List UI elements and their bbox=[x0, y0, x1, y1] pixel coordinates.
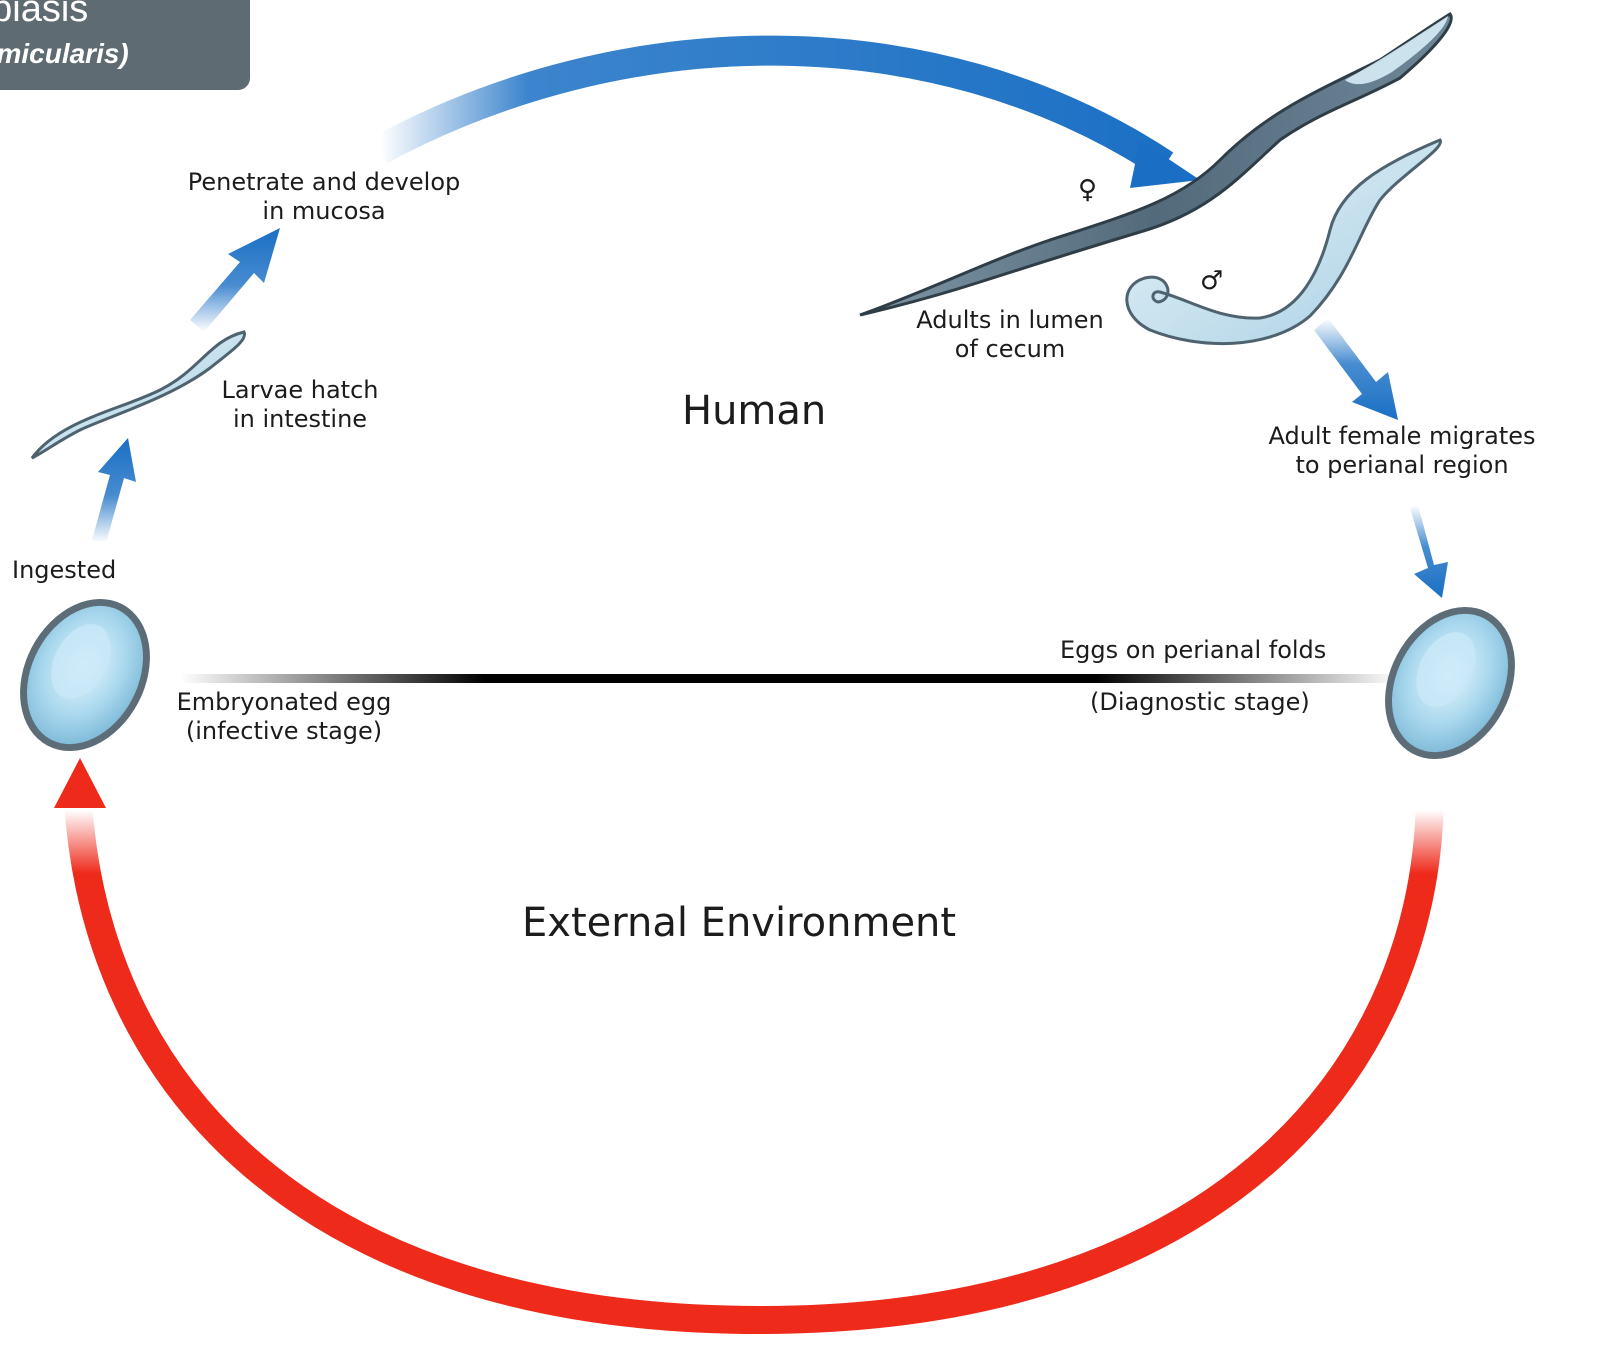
label-ingested-text: Ingested bbox=[12, 556, 117, 584]
label-diagnostic-text: (Diagnostic stage) bbox=[1090, 688, 1310, 716]
larva-image bbox=[30, 330, 246, 460]
label-larvae-line1: Larvae hatch bbox=[221, 376, 379, 404]
label-larvae: Larvae hatch in intestine bbox=[200, 376, 400, 434]
human-external-divider bbox=[180, 674, 1400, 683]
arrow-larvae-up bbox=[190, 228, 280, 332]
arrow-develop-to-adults bbox=[372, 35, 1200, 188]
label-embryonated-egg: Embryonated egg (infective stage) bbox=[150, 688, 418, 746]
label-migrates: Adult female migrates to perianal region bbox=[1244, 422, 1560, 480]
title-subtitle: ermicularis) bbox=[0, 38, 129, 69]
embryonated-egg-image bbox=[20, 598, 150, 752]
label-penetrate-line2: in mucosa bbox=[262, 197, 386, 225]
label-embryonated-line2: (infective stage) bbox=[185, 717, 383, 745]
label-migrates-line1: Adult female migrates bbox=[1268, 422, 1536, 450]
title-main: obiasis bbox=[0, 0, 89, 30]
label-eggs-perianal-text: Eggs on perianal folds bbox=[1060, 636, 1327, 664]
label-diagnostic-stage: (Diagnostic stage) bbox=[1090, 688, 1360, 717]
label-adults: Adults in lumen of cecum bbox=[900, 306, 1120, 364]
label-adults-line2: of cecum bbox=[954, 335, 1066, 363]
arrow-external-environment bbox=[54, 758, 1444, 1335]
title-box: obiasis ermicularis) bbox=[0, 0, 250, 90]
arrow-adults-down bbox=[1314, 318, 1398, 420]
female-symbol: ♀ bbox=[1078, 175, 1098, 205]
label-migrates-line2: to perianal region bbox=[1295, 451, 1509, 479]
male-adult-worm-image bbox=[1125, 138, 1442, 346]
label-larvae-line2: in intestine bbox=[232, 405, 368, 433]
perianal-egg-image bbox=[1385, 606, 1515, 760]
zone-label-human: Human bbox=[682, 388, 827, 434]
zone-label-external: External Environment bbox=[522, 900, 957, 946]
label-embryonated-line1: Embryonated egg bbox=[176, 688, 392, 716]
arrow-ingested-up bbox=[92, 438, 136, 543]
male-symbol: ♂ bbox=[1200, 266, 1224, 296]
label-ingested: Ingested bbox=[12, 556, 152, 585]
label-adults-line1: Adults in lumen bbox=[916, 306, 1104, 334]
female-adult-worm-image bbox=[859, 12, 1453, 317]
label-eggs-perianal: Eggs on perianal folds bbox=[1060, 636, 1384, 665]
arrow-migrate-down bbox=[1410, 505, 1448, 598]
label-penetrate: Penetrate and develop in mucosa bbox=[164, 168, 484, 226]
label-penetrate-line1: Penetrate and develop bbox=[187, 168, 461, 196]
